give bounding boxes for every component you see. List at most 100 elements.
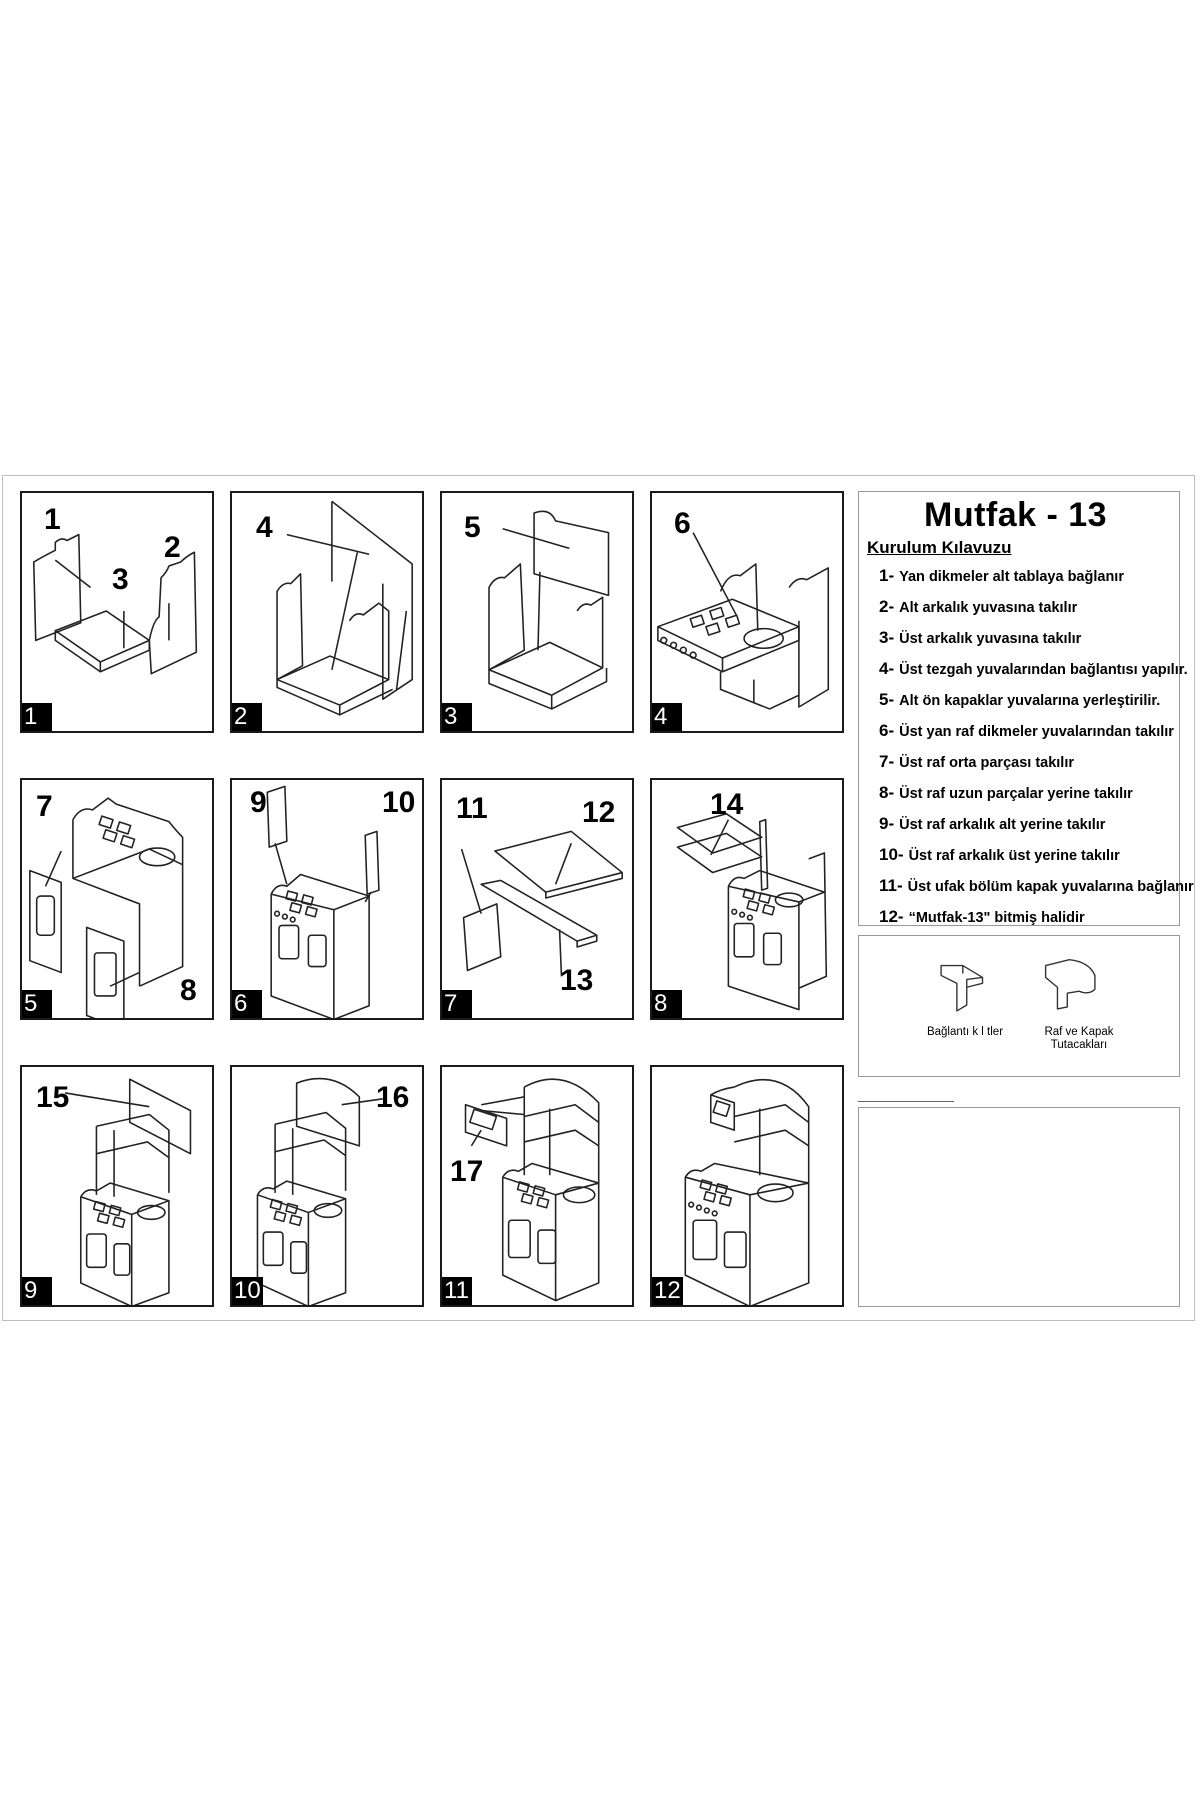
illustration-small-door [464, 1078, 600, 1302]
instruction-step: 2-Alt arkalık yuvasına takılır [879, 591, 1200, 622]
instruction-step: 9-Üst raf arkalık alt yerine takılır [879, 808, 1200, 839]
instruction-step-text: Alt ön kapaklar yuvalarına yerleştirilir… [899, 693, 1161, 709]
assembly-step-panel-8: 14 8 [650, 778, 844, 1020]
assembly-step-panel-5: 7 8 5 [20, 778, 214, 1020]
illustration-countertop [657, 532, 830, 710]
step-number-badge: 7 [442, 990, 472, 1018]
handle-label: Raf ve Kapak Tutacakları [1044, 1026, 1114, 1051]
instruction-step: 5-Alt ön kapaklar yuvalarına yerleştiril… [879, 684, 1200, 715]
instruction-step-text: Üst raf arkalık üst yerine takılır [908, 848, 1120, 864]
illustration-shelf-uprights [266, 785, 380, 1018]
part-callout: 17 [446, 1152, 488, 1192]
connectors-box: Bağlantı k l tler Raf ve Kapak Tutacakla… [858, 935, 1180, 1077]
instruction-step: 1-Yan dikmeler alt tablaya bağlanır [879, 560, 1200, 591]
step-number-badge: 10 [232, 1277, 263, 1305]
instruction-step: 7-Üst raf orta parçası takılır [879, 746, 1200, 777]
instruction-step-number: 5- [879, 690, 895, 709]
instruction-step: 10-Üst raf arkalık üst yerine takılır [879, 839, 1200, 870]
step-number-badge: 12 [652, 1277, 683, 1305]
instruction-step-text: Yan dikmeler alt tablaya bağlanır [899, 569, 1124, 585]
instruction-step-number: 1- [879, 566, 895, 585]
instruction-step-text: Üst yan raf dikmeler yuvalarından takılı… [899, 724, 1174, 740]
illustration-lower-back [276, 500, 413, 716]
instruction-step-number: 10- [879, 845, 904, 864]
instruction-step: 8-Üst raf uzun parçalar yerine takılır [879, 777, 1200, 808]
instruction-step-number: 9- [879, 814, 895, 833]
instruction-step-text: “Mutfak-13" bitmiş halidir [908, 910, 1085, 926]
assembly-step-panel-7: 11 12 13 7 [440, 778, 634, 1020]
instruction-step-text: Üst raf uzun parçalar yerine takılır [899, 786, 1133, 802]
part-callout: 15 [32, 1078, 74, 1118]
part-callout: 6 [662, 504, 702, 544]
part-callout: 12 [578, 793, 620, 833]
assembly-step-panel-3: 5 3 [440, 491, 634, 733]
part-callout: 13 [556, 961, 598, 1001]
instruction-step-number: 8- [879, 783, 895, 802]
instruction-step-text: Üst arkalık yuvasına takılır [899, 631, 1082, 647]
assembly-step-panel-4: 6 4 [650, 491, 844, 733]
assembly-step-panel-10: 16 10 [230, 1065, 424, 1307]
part-callout: 3 [100, 560, 140, 600]
illustration-shelf-parts [460, 830, 623, 977]
instruction-step-text: Üst raf orta parçası takılır [899, 755, 1075, 771]
part-callout: 5 [452, 508, 492, 548]
illustration-finished-kitchen [684, 1079, 810, 1305]
step-number-badge: 3 [442, 703, 472, 731]
step-number-badge: 8 [652, 990, 682, 1018]
instruction-step-text: Üst raf arkalık alt yerine takılır [899, 817, 1106, 833]
part-callout: 2 [152, 528, 192, 568]
instruction-step-text: Üst ufak bölüm kapak yuvalarına bağlanır [907, 879, 1194, 895]
instruction-step-number: 11- [879, 876, 903, 895]
instruction-step: 6-Üst yan raf dikmeler yuvalarından takı… [879, 715, 1200, 746]
instruction-step: 3-Üst arkalık yuvasına takılır [879, 622, 1200, 653]
instruction-step-number: 12- [879, 907, 904, 926]
part-callout: 10 [378, 783, 420, 823]
step-number-badge: 2 [232, 703, 262, 731]
illustration-top-back [64, 1078, 192, 1305]
part-callout: 4 [244, 508, 284, 548]
empty-notes-box [858, 1107, 1180, 1307]
instruction-step-text: Alt arkalık yuvasına takılır [899, 600, 1078, 616]
part-callout: 14 [706, 785, 748, 825]
divider-line [858, 1101, 954, 1102]
assembly-step-panel-11: 17 11 [440, 1065, 634, 1307]
instruction-step: 12-“Mutfak-13" bitmiş halidir [879, 901, 1200, 932]
part-callout: 11 [451, 789, 492, 829]
illustration-lower-doors [29, 797, 184, 1018]
instruction-step-number: 3- [879, 628, 895, 647]
assembly-step-panel-12: 12 [650, 1065, 844, 1307]
instruction-step-number: 6- [879, 721, 895, 740]
instructions-list: 1-Yan dikmeler alt tablaya bağlanır 2-Al… [879, 560, 1200, 932]
instruction-step: 4-Üst tezgah yuvalarından bağlantısı yap… [879, 653, 1200, 684]
illustration-shelf-assembly [676, 813, 828, 1011]
step-number-badge: 6 [232, 990, 262, 1018]
part-callout: 7 [24, 787, 64, 827]
part-callout: 8 [168, 971, 208, 1011]
instruction-sheet [2, 475, 1195, 1321]
step-number-badge: 11 [442, 1277, 472, 1305]
step-number-badge: 5 [22, 990, 52, 1018]
step-number-badge: 4 [652, 703, 682, 731]
illustration-side-panels-base [32, 533, 198, 675]
instructions-box: Mutfak - 13 Kurulum Kılavuzu 1-Yan dikme… [858, 491, 1194, 926]
connector-label: Bağlantı k l tler [926, 1026, 1004, 1038]
connector-pieces-illustration [940, 958, 1096, 1012]
illustration-arch-top [256, 1077, 383, 1305]
instruction-step-number: 7- [879, 752, 895, 771]
assembly-step-panel-9: 15 9 [20, 1065, 214, 1307]
assembly-step-panel-2: 4 2 [230, 491, 424, 733]
step-number-badge: 9 [22, 1277, 52, 1305]
illustration-upper-back [488, 510, 610, 710]
instructions-title: Mutfak - 13 [924, 496, 1108, 534]
assembly-step-panel-6: 9 10 6 [230, 778, 424, 1020]
instruction-step: 11-Üst ufak bölüm kapak yuvalarına bağla… [879, 870, 1200, 901]
instruction-step-number: 4- [879, 659, 895, 678]
instruction-step-text: Üst tezgah yuvalarından bağlantısı yapıl… [899, 662, 1188, 678]
instruction-step-number: 2- [879, 597, 895, 616]
instructions-subtitle: Kurulum Kılavuzu [867, 538, 1012, 557]
part-callout: 1 [32, 500, 72, 540]
assembly-step-panel-1: 1 2 3 1 [20, 491, 214, 733]
part-callout: 9 [238, 783, 278, 823]
step-number-badge: 1 [22, 703, 52, 731]
part-callout: 16 [372, 1078, 414, 1118]
